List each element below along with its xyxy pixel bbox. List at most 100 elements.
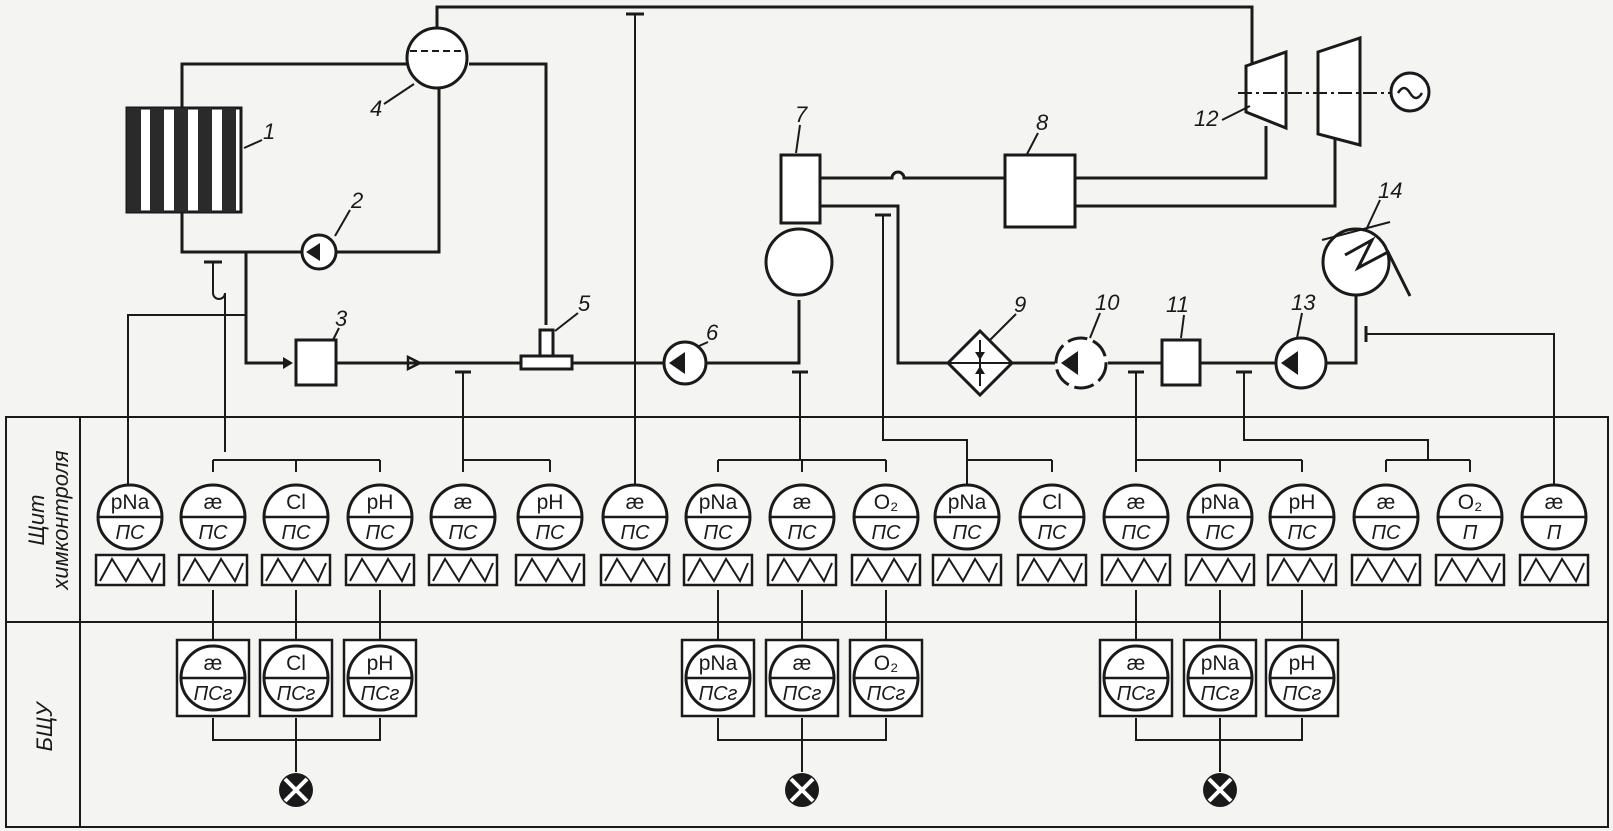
svg-text:химконтроля: химконтроля <box>48 450 73 591</box>
boiler-furnace <box>125 106 243 214</box>
instrument-function: ПСг <box>277 683 316 705</box>
instrument-measure: æ <box>793 652 812 675</box>
unit-3 <box>294 338 338 387</box>
panel-instrument-row: pNaПСæПСClПСpHПСæПСpHПСæПСpNaПСæПСO₂ПСpN… <box>94 483 1590 587</box>
recorder-symbol <box>1184 553 1256 587</box>
recorder-symbol <box>260 553 332 587</box>
equipment-numbers: 1 2 3 4 5 6 7 8 9 10 11 12 13 14 <box>243 83 1402 347</box>
recorder-symbol <box>599 553 671 587</box>
svg-text:2: 2 <box>350 188 363 213</box>
instrument-measure: O₂ <box>874 652 899 675</box>
instrument-measure: æ <box>454 491 473 514</box>
instrument-measure: O₂ <box>1458 491 1483 514</box>
instrument: æПС <box>1100 483 1172 587</box>
side-labels: Щит химконтроля БЩУ <box>24 450 73 751</box>
instrument-function: ПС <box>1122 522 1151 544</box>
instrument: O₂ ПСг <box>848 638 924 718</box>
instrument-measure: pH <box>1289 652 1316 675</box>
instrument-function: ПС <box>282 522 311 544</box>
recorder-symbol <box>1434 553 1506 587</box>
svg-text:Щит: Щит <box>24 495 49 546</box>
pump-13 <box>1274 336 1328 390</box>
panel-frame <box>5 416 1609 828</box>
check-valve <box>406 354 423 372</box>
instrument-measure: pNa <box>699 491 738 514</box>
recorder-symbol <box>427 553 499 587</box>
instrument-function: ПС <box>199 522 228 544</box>
recorder-symbol <box>177 553 249 587</box>
instrument-function: П <box>1463 522 1478 544</box>
instrument-function: ПС <box>1288 522 1317 544</box>
svg-text:6: 6 <box>706 320 719 345</box>
instrument: æПС <box>177 483 249 587</box>
recorder-symbol <box>94 553 166 587</box>
instrument-measure: pNa <box>948 491 987 514</box>
generator <box>1389 71 1431 113</box>
svg-text:БЩУ: БЩУ <box>32 701 57 752</box>
recorder-symbol <box>1266 553 1338 587</box>
instrument-measure: æ <box>1377 491 1396 514</box>
recorder-symbol <box>1100 553 1172 587</box>
instrument-measure: pNa <box>1201 652 1240 675</box>
svg-text:10: 10 <box>1095 290 1120 315</box>
instrument-measure: æ <box>1127 652 1146 675</box>
instrument-measure: æ <box>793 491 812 514</box>
svg-text:3: 3 <box>335 306 348 331</box>
unit-11 <box>1160 338 1202 387</box>
recorder-symbol <box>682 553 754 587</box>
recorder-symbol <box>1016 553 1088 587</box>
instrument-measure: pNa <box>699 652 738 675</box>
signal-lamp <box>785 773 819 807</box>
filter-9 <box>945 328 1015 398</box>
instrument-function: ПС <box>872 522 901 544</box>
svg-text:5: 5 <box>578 291 591 316</box>
instrument-function: ПСг <box>699 683 738 705</box>
svg-text:8: 8 <box>1036 110 1049 135</box>
instrument: æПС <box>599 483 671 587</box>
instrument: pH ПС <box>344 483 416 587</box>
instrument-measure: Cl <box>1042 491 1062 514</box>
instrument-measure: pH <box>367 652 394 675</box>
instrument-function: ПС <box>621 522 650 544</box>
instrument: æПС <box>1350 483 1422 587</box>
recorder-symbol <box>931 553 1003 587</box>
instrument-function: ПСг <box>783 683 822 705</box>
instrument: æП <box>1518 483 1590 587</box>
instrument-measure: pH <box>367 491 394 514</box>
instrument: pH ПС <box>1266 483 1338 587</box>
panel-bus-lines <box>212 459 1471 472</box>
pump-2 <box>300 233 338 271</box>
recorder-symbol <box>850 553 922 587</box>
svg-text:7: 7 <box>795 102 808 127</box>
instrument-function: ПС <box>366 522 395 544</box>
recorder-symbol <box>514 553 586 587</box>
instrument: æПС <box>766 483 838 587</box>
instrument-function: ПСг <box>194 683 233 705</box>
instrument: O₂ П <box>1434 483 1506 587</box>
instrument: æПС <box>427 483 499 587</box>
instrument-function: ПСг <box>867 683 906 705</box>
instrument-measure: pH <box>1289 491 1316 514</box>
deaerator-7 <box>764 153 834 297</box>
instrument-measure: pNa <box>111 491 150 514</box>
signal-lamp <box>1203 773 1237 807</box>
instrument-measure: æ <box>1545 491 1564 514</box>
instrument-function: ПС <box>1038 522 1067 544</box>
instrument-measure: æ <box>204 491 223 514</box>
condenser-14 <box>1321 221 1412 297</box>
recorder-symbol <box>766 553 838 587</box>
instrument-measure: Cl <box>286 491 306 514</box>
